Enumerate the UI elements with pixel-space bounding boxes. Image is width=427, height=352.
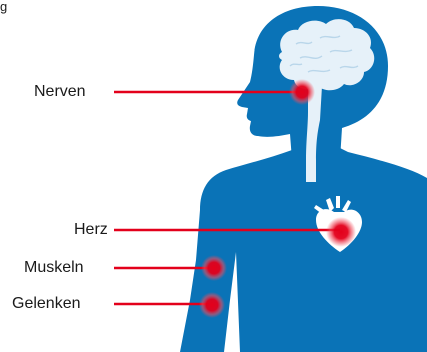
herz-marker [326, 217, 356, 247]
torso-shape [180, 148, 427, 352]
muskeln-marker [201, 255, 227, 281]
label-muskeln: Muskeln [24, 258, 84, 278]
label-gelenken: Gelenken [12, 294, 81, 314]
label-herz: Herz [74, 220, 108, 240]
nerven-marker [289, 79, 315, 105]
label-nerven: Nerven [34, 82, 86, 102]
gelenken-marker [199, 292, 225, 318]
